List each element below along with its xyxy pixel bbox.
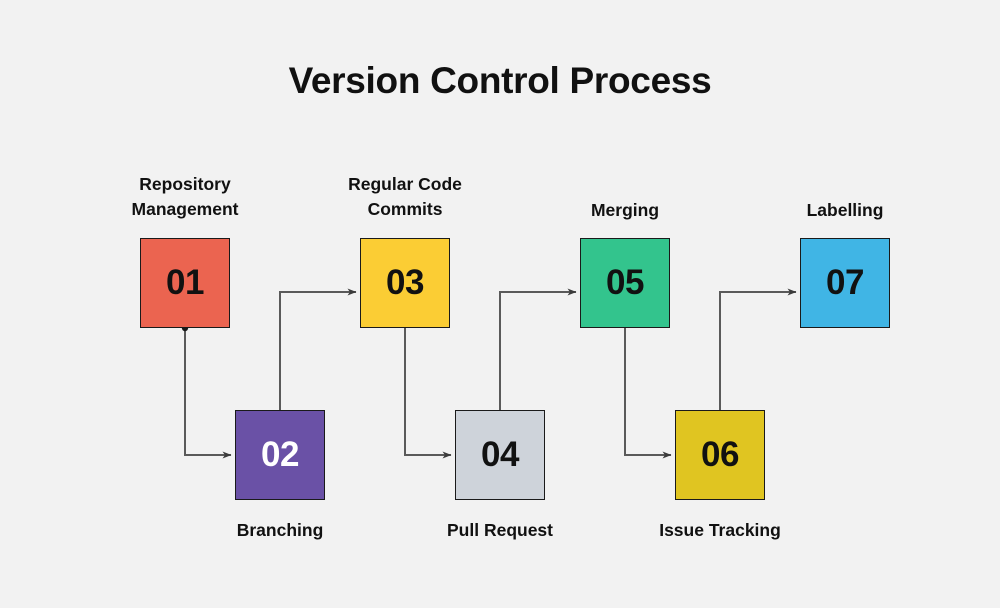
step-label-02: Branching [236, 520, 324, 540]
connector-04-to-05 [499, 288, 577, 410]
connector-03-to-04 [404, 328, 452, 459]
step-box-04[interactable]: 04 [455, 410, 545, 500]
step-number-02: 02 [261, 435, 299, 474]
connector-01-to-02 [184, 328, 232, 459]
connector-06-to-07 [719, 288, 797, 410]
step-label-06: Issue Tracking [659, 520, 781, 540]
connector-paths [181, 288, 797, 459]
step-label-07: Labelling [806, 200, 884, 220]
step-box-01[interactable]: 01 [140, 238, 230, 328]
step-number-07: 07 [826, 263, 864, 302]
step-box-06[interactable]: 06 [675, 410, 765, 500]
connector-05-to-06 [624, 328, 672, 459]
step-number-06: 06 [701, 435, 739, 474]
step-label-01: Repository Management [131, 174, 239, 220]
page-title: Version Control Process [288, 60, 712, 101]
step-number-04: 04 [481, 435, 519, 474]
step-box-03[interactable]: 03 [360, 238, 450, 328]
step-box-07[interactable]: 07 [800, 238, 890, 328]
step-box-02[interactable]: 02 [235, 410, 325, 500]
step-number-01: 01 [166, 263, 204, 302]
step-label-04: Pull Request [447, 520, 553, 540]
step-box-05[interactable]: 05 [580, 238, 670, 328]
step-number-05: 05 [606, 263, 644, 302]
step-label-05: Merging [590, 200, 660, 220]
step-label-03: Regular Code Commits [348, 174, 462, 220]
connector-02-to-03 [279, 288, 357, 410]
step-number-03: 03 [386, 263, 424, 302]
